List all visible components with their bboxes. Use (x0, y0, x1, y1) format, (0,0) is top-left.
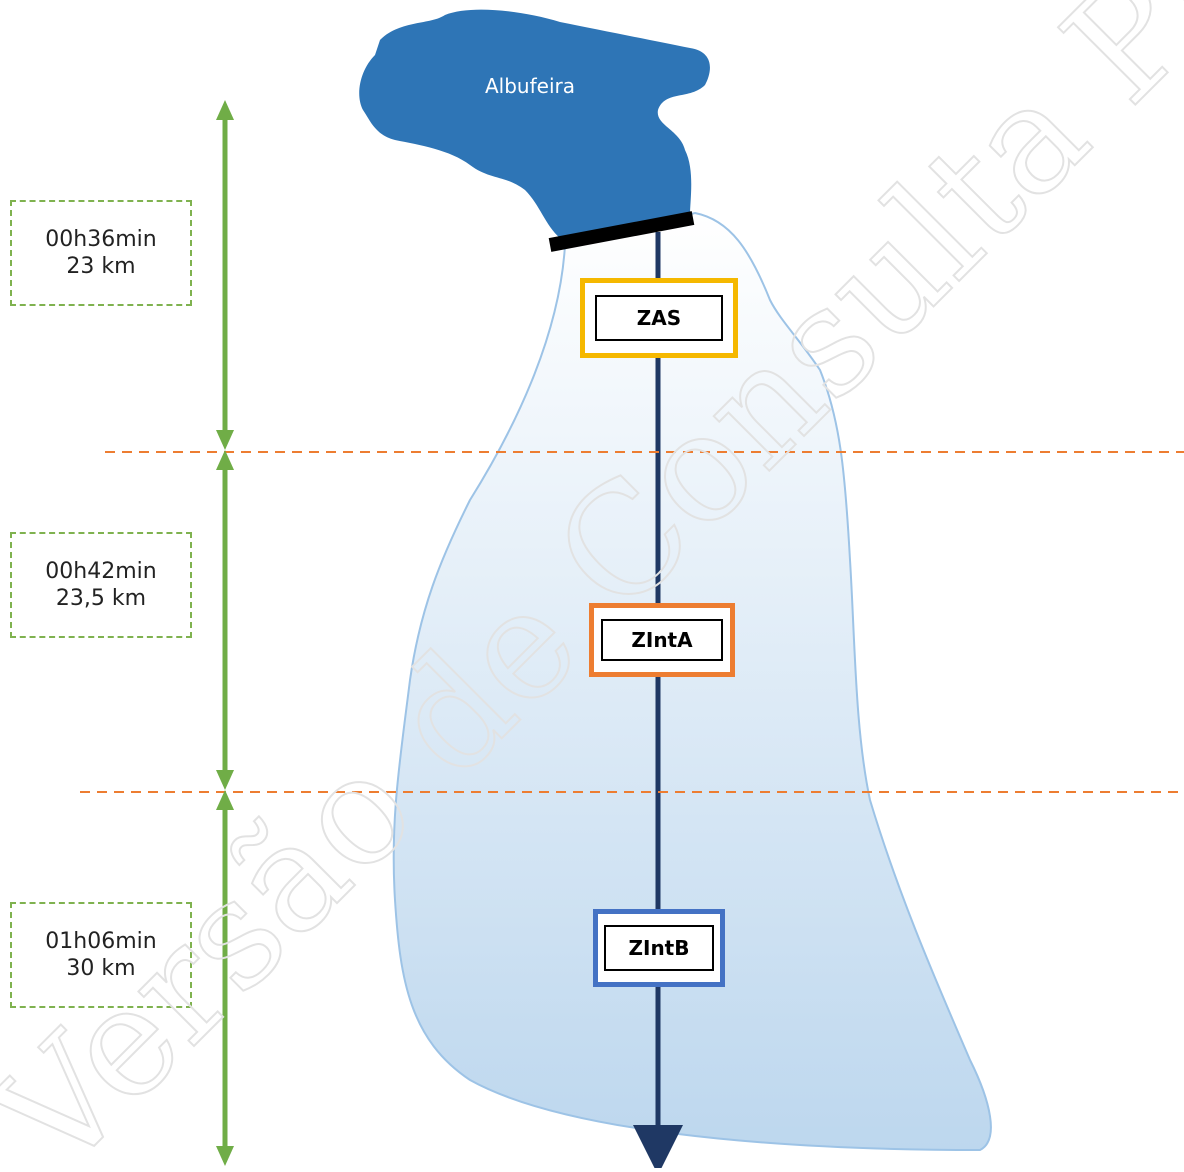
segment-time: 01h06min (45, 928, 157, 954)
segment-box-1: 00h36min 23 km (10, 200, 192, 306)
dam-bar (548, 211, 695, 252)
segment-distance: 23 km (66, 254, 136, 279)
segment-box-3: 01h06min 30 km (10, 902, 192, 1008)
zone-zas: ZAS (580, 278, 738, 358)
segment-arrow-3 (216, 790, 234, 1166)
zone-label: ZIntA (601, 619, 723, 661)
segment-box-2: 00h42min 23,5 km (10, 532, 192, 638)
segment-time: 00h42min (45, 558, 157, 584)
segment-distance: 30 km (66, 956, 136, 981)
reservoir-label: Albufeira (485, 74, 575, 98)
zone-zintb: ZIntB (593, 909, 725, 987)
zone-label: ZIntB (604, 925, 714, 971)
segment-arrow-1 (216, 100, 234, 450)
zone-label: ZAS (595, 295, 723, 341)
zone-zinta: ZIntA (589, 603, 735, 677)
segment-distance: 23,5 km (55, 586, 147, 611)
segment-time: 00h36min (45, 226, 157, 252)
valley-shape (392, 211, 992, 1152)
reservoir-shape (359, 9, 710, 239)
segment-arrow-2 (216, 450, 234, 790)
